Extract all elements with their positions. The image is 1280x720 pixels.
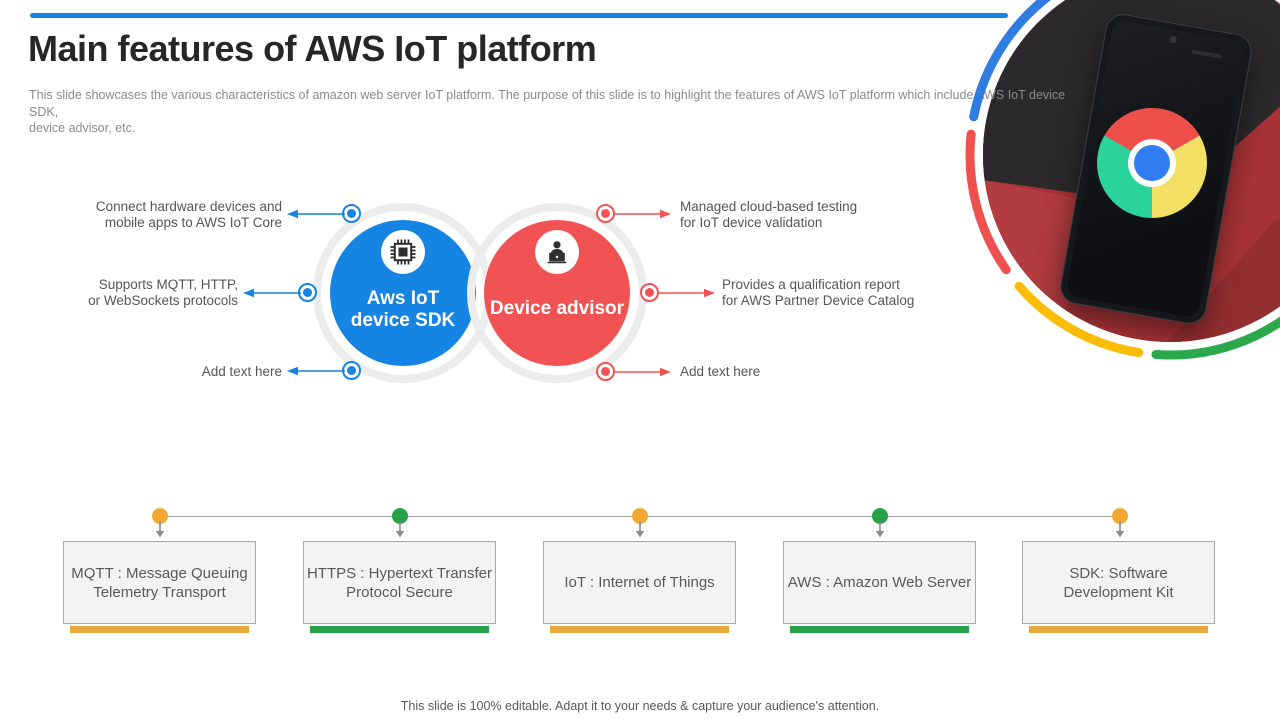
- icon-badge: [535, 230, 579, 274]
- device-advisor-circle: Device advisor: [484, 220, 630, 366]
- slide-subtitle: This slide showcases the various charact…: [29, 88, 1066, 135]
- timeline-dot-yellow: [632, 508, 648, 524]
- glossary-box-sdk: SDK: Software Development Kit: [1022, 541, 1215, 624]
- glossary-accent-bar: [1029, 626, 1208, 633]
- connector-dot-red: [640, 283, 659, 302]
- arrow-left-icon: [243, 288, 301, 298]
- top-accent-bar: [30, 13, 1008, 18]
- connector-dot-blue: [342, 361, 361, 380]
- timeline-dot-green: [392, 508, 408, 524]
- microchip-icon: [390, 239, 416, 265]
- connector-dot-blue: [342, 204, 361, 223]
- timeline-dot-yellow: [1112, 508, 1128, 524]
- aws-iot-sdk-label: Aws IoT device SDK: [350, 288, 456, 331]
- person-laptop-icon: [547, 241, 567, 264]
- down-arrow-icon: [395, 522, 405, 538]
- glossary-box-aws: AWS : Amazon Web Server: [783, 541, 976, 624]
- callout-add-text-right[interactable]: Add text here: [680, 364, 761, 379]
- arrow-right-icon: [657, 288, 715, 298]
- down-arrow-icon: [875, 522, 885, 538]
- timeline-dot-green: [872, 508, 888, 524]
- slide-title: Main features of AWS IoT platform: [28, 28, 597, 69]
- arrow-right-icon: [613, 209, 671, 219]
- glossary-accent-bar: [70, 626, 249, 633]
- arrow-left-icon: [287, 209, 345, 219]
- callout-add-text-left[interactable]: Add text here: [201, 364, 282, 379]
- phone-photo: [983, 0, 1280, 342]
- device-advisor-label: Device advisor: [489, 298, 625, 319]
- down-arrow-icon: [155, 522, 165, 538]
- aws-iot-sdk-circle: Aws IoT device SDK: [330, 220, 476, 366]
- arrow-left-icon: [287, 366, 345, 376]
- down-arrow-icon: [635, 522, 645, 538]
- arrow-right-icon: [613, 367, 671, 377]
- glossary-accent-bar: [310, 626, 489, 633]
- glossary-accent-bar: [550, 626, 729, 633]
- glossary-box-mqtt: MQTT : Message Queuing Telemetry Transpo…: [63, 541, 256, 624]
- icon-badge: [381, 230, 425, 274]
- callout-connect-hardware: Connect hardware devices and mobile apps…: [95, 199, 282, 230]
- down-arrow-icon: [1115, 522, 1125, 538]
- chrome-logo-icon: [1097, 108, 1207, 218]
- glossary-accent-bar: [790, 626, 969, 633]
- chrome-logo-blue-core: [1134, 145, 1170, 181]
- timeline-dot-yellow: [152, 508, 168, 524]
- callout-managed-testing: Managed cloud-based testing for IoT devi…: [680, 199, 858, 230]
- footer-note: This slide is 100% editable. Adapt it to…: [400, 699, 880, 713]
- glossary-box-iot: IoT : Internet of Things: [543, 541, 736, 624]
- callout-supports-protocols: Supports MQTT, HTTP, or WebSockets proto…: [88, 277, 238, 308]
- callout-qualification-report: Provides a qualification report for AWS …: [722, 277, 915, 308]
- glossary-box-https: HTTPS : Hypertext Transfer Protocol Secu…: [303, 541, 496, 624]
